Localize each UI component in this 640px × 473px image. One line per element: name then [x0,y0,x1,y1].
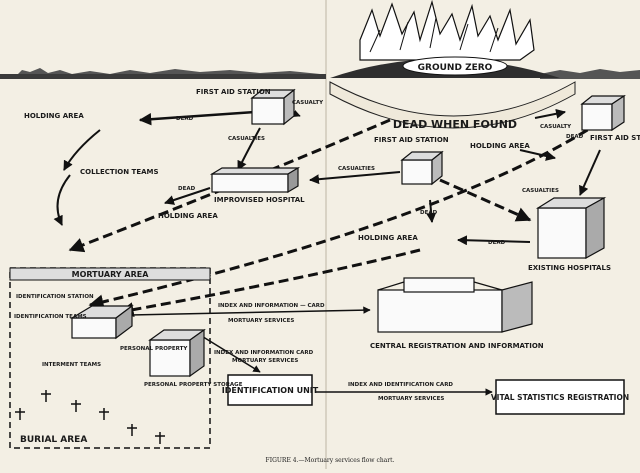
arrow-collection-to-mortuary [53,174,71,226]
edge-mortuary-services-mid: MORTUARY SERVICES [232,358,298,364]
vital-statistics-label: VITAL STATISTICS REGISTRATION [491,393,629,402]
edge-dead-top-left: DEAD [176,116,194,122]
holding-left-mid-label: HOLDING AREA [158,212,218,220]
personal-property-label: PERSONAL PROPERTY [120,346,188,352]
existing-hospitals-label: EXISTING HOSPITALS [528,264,611,272]
arrow-fa-right-to-hospitals [579,149,601,196]
edge-casualties-left: CASUALTIES [228,136,265,142]
holding-top-left-label: HOLDING AREA [24,112,84,120]
identification-unit-box [227,374,313,406]
personal-property-storage-label: PERSONAL PROPERTY STORAGE [144,382,243,388]
edge-casualty-right: CASUALTY [540,124,572,130]
arrow-hospital-to-holding [164,187,211,205]
first-aid-right-label: FIRST AID STATION [590,134,640,142]
edge-dead-hospital: DEAD [178,186,196,192]
figure-caption: FIGURE 4.—Mortuary services flow chart. [266,457,395,464]
first-aid-left-label: FIRST AID STATION [196,88,271,96]
arrow-to-central-registration [129,306,371,316]
central-registration-label: CENTRAL REGISTRATION AND INFORMATION [370,342,544,350]
flow-arrows [53,108,601,396]
dead-when-found-band [329,81,576,129]
arrow-fa-center-to-hospitals [439,178,532,222]
mortuary-area-label: MORTUARY AREA [72,270,150,279]
vital-statistics-box [495,379,625,415]
burial-crosses [15,390,165,444]
edge-casualties-right: CASUALTIES [522,188,559,194]
arrow-fa-center-dead [426,199,437,223]
collection-teams-label: COLLECTION TEAMS [80,168,159,176]
edge-dead-center: DEAD [420,210,438,216]
arrow-casualties-to-hospital [237,127,261,171]
arrow-hospitals-dead [457,235,531,246]
improvised-hospital-building [209,166,301,194]
edge-casualties-center: CASUALTIES [338,166,375,172]
identification-unit-label: IDENTIFICATION UNIT [222,386,319,395]
improvised-hospital-label: IMPROVISED HOSPITAL [214,196,305,204]
explosion-illustration [330,0,560,78]
mortuary-area-header [9,267,211,281]
arrow-holding-to-collection [63,129,101,171]
edge-index-card-top: INDEX AND INFORMATION — CARD [218,303,325,309]
first-aid-station-left-building [250,88,296,126]
arrow-casualty-right [534,108,566,119]
holding-center-label: HOLDING AREA [470,142,530,150]
identification-teams-label: IDENTIFICATION TEAMS [14,314,87,320]
arrow-fa-left-to-holding [138,110,256,126]
identification-station-building [69,304,134,340]
first-aid-station-right-building [580,94,626,132]
edge-dead-right: DEAD [566,134,584,140]
identification-station-label: IDENTIFICATION STATION [16,294,94,300]
arrow-right-to-mortuary [88,120,601,310]
edge-index-card-mid: INDEX AND INFORMATION CARD [214,350,314,356]
personal-property-storage-building [148,328,206,378]
edge-dead-hospitals: DEAD [488,240,506,246]
arrow-holding-lower-to-mortuary [118,248,421,318]
ground-zero-label: GROUND ZERO [418,63,493,73]
holding-lower-label: HOLDING AREA [358,234,418,242]
skyline-illustration [0,68,640,79]
interment-teams-label: INTERMENT TEAMS [42,362,101,368]
dead-when-found-label: DEAD WHEN FOUND [393,118,517,131]
first-aid-station-center-building [400,150,444,186]
arrow-fa-right-to-holding [519,149,556,161]
arrow-casualties-to-improvised [309,171,401,185]
burial-area-label: BURIAL AREA [20,435,87,445]
edge-index-ident-card: INDEX AND IDENTIFICATION CARD [348,382,453,388]
first-aid-center-label: FIRST AID STATION [374,136,449,144]
edge-casualty-left: CASUALTY [292,100,324,106]
central-registration-building [377,277,533,333]
edge-mortuary-services-top: MORTUARY SERVICES [228,318,294,324]
edge-mortuary-services-bottom: MORTUARY SERVICES [378,396,444,402]
existing-hospitals-building [535,196,607,260]
